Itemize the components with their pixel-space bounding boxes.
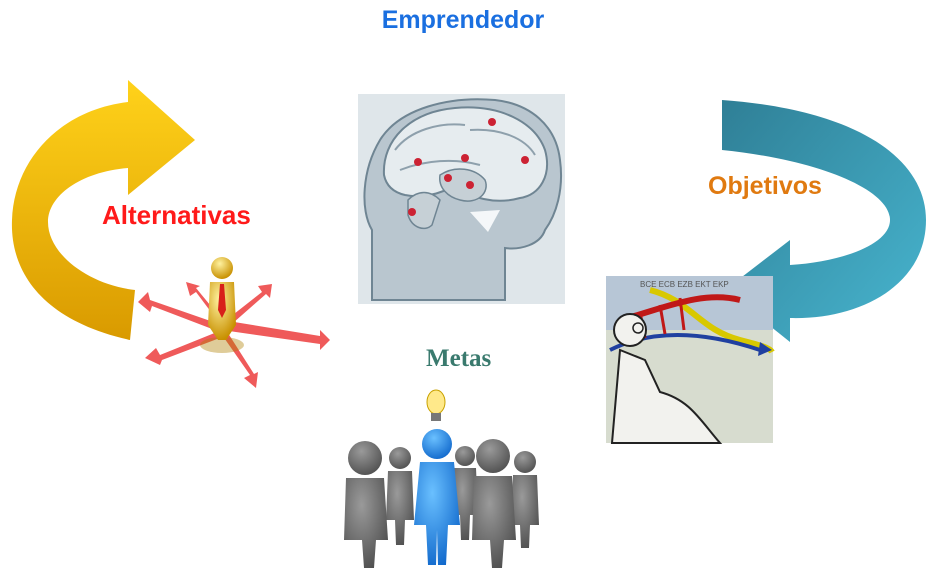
people-with-lightbulb-image	[344, 389, 539, 568]
label-alternativas: Alternativas	[102, 200, 251, 230]
page-title: Emprendedor	[381, 6, 545, 34]
label-metas: Metas	[426, 345, 492, 372]
person-with-arrows-image	[135, 248, 330, 396]
svg-text:BCE ECB EZB EKT EKP: BCE ECB EZB EKT EKP	[640, 280, 729, 289]
label-objetivos: Objetivos	[708, 172, 822, 200]
left-cycle-arrow	[11, 80, 195, 340]
dna-banknote-image: BCE ECB EZB EKT EKP	[606, 276, 775, 444]
brain-head-image	[358, 94, 565, 304]
